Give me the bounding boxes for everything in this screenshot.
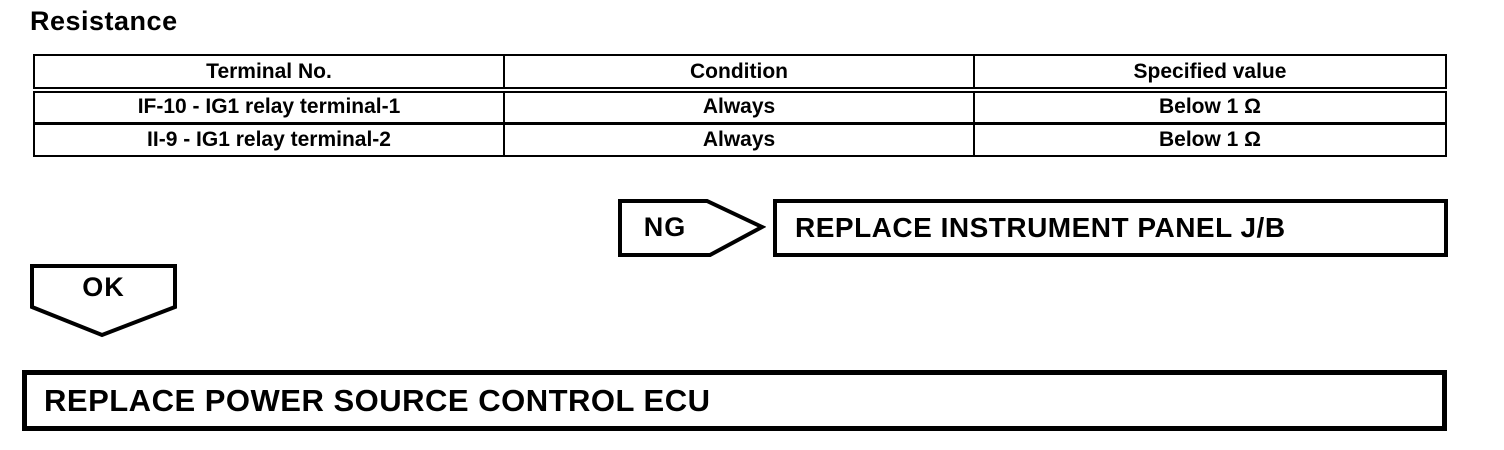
resistance-spec-table: Terminal No. Condition Specified value I… <box>33 54 1447 157</box>
table-header-row: Terminal No. Condition Specified value <box>33 54 1447 93</box>
action-box-replace-instrument-panel-jb: REPLACE INSTRUMENT PANEL J/B <box>773 199 1448 257</box>
ok-arrow-icon <box>30 264 177 338</box>
ng-action-text: REPLACE INSTRUMENT PANEL J/B <box>795 212 1286 243</box>
ok-connector <box>30 264 177 338</box>
header-specified-value: Specified value <box>973 54 1447 93</box>
header-terminal-no: Terminal No. <box>33 54 505 93</box>
header-condition: Condition <box>503 54 975 93</box>
action-box-replace-power-source-control-ecu: REPLACE POWER SOURCE CONTROL ECU <box>22 370 1447 431</box>
ng-connector <box>618 199 766 257</box>
ng-arrow-icon <box>618 199 766 257</box>
cell-terminal: IF-10 - IG1 relay terminal-1 <box>33 89 505 125</box>
cell-condition: Always <box>503 89 975 125</box>
table-row: II-9 - IG1 relay terminal-2 Always Below… <box>33 122 1447 157</box>
table-row: IF-10 - IG1 relay terminal-1 Always Belo… <box>33 89 1447 125</box>
cell-terminal: II-9 - IG1 relay terminal-2 <box>33 122 505 157</box>
cell-specified-value: Below 1 Ω <box>973 89 1447 125</box>
page-title: Resistance <box>30 6 178 36</box>
cell-specified-value: Below 1 Ω <box>973 122 1447 157</box>
ok-action-text: REPLACE POWER SOURCE CONTROL ECU <box>44 382 711 418</box>
cell-condition: Always <box>503 122 975 157</box>
ok-label: OK <box>82 271 125 302</box>
ng-label: NG <box>643 211 687 242</box>
